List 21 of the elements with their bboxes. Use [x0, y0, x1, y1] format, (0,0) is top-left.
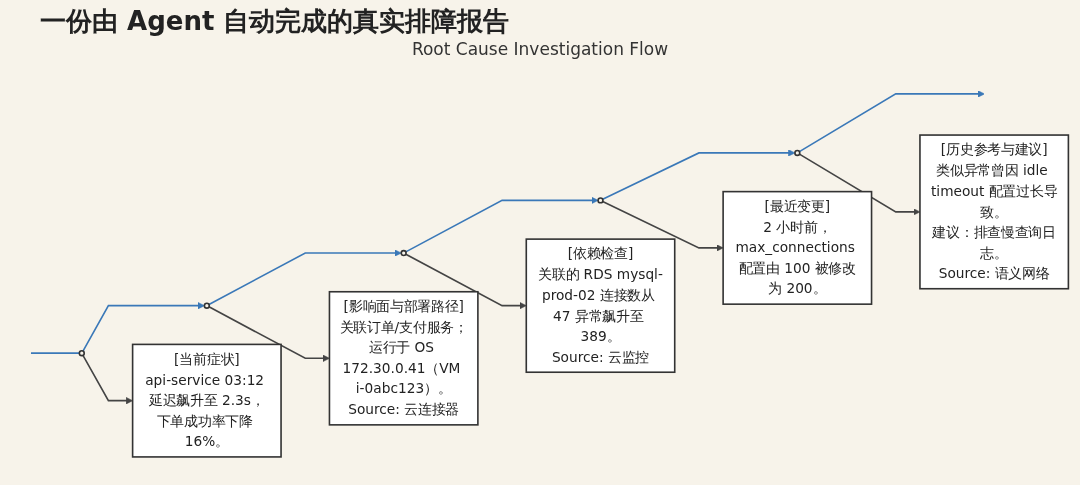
flow-heading: Root Cause Investigation Flow [411, 39, 669, 59]
arrow [405, 253, 527, 310]
arrow [601, 149, 796, 201]
note-card: [最近变更] 2 小时前，max_connections 配置由 100 被修改为 200。 [722, 190, 873, 305]
note-card: [影响面与部署路径] 关联订单/支付服务；运行于 OS 172.30.0.41（VM i-0abc123）。 Source: 云连接器 [328, 290, 479, 426]
timeline-circle [203, 302, 211, 309]
arrow [208, 249, 402, 306]
note-card: [当前症状] api-service 03:12 延迟飙升至 2.3s，下单成功率下降 16%。 [131, 343, 282, 458]
note-card: [依赖检查] 关联的 RDS mysql-prod-02 连接数从 47 异常飙升至 389。 Source: 云监控 [525, 238, 676, 374]
arrow [405, 196, 599, 253]
timeline-circle [794, 149, 801, 157]
arrow [798, 90, 985, 153]
arrow [82, 302, 205, 352]
arrow [601, 200, 724, 252]
title: 一份由 Agent 自动完成的真实排障报告 [39, 5, 510, 38]
note-card: [历史参考与建议] 类似异常曾因 idle timeout 配置过长导致。 建议：排查慢查询日志。 Source: 语义网络 [919, 134, 1070, 290]
arrow [82, 354, 133, 405]
timeline-circle [78, 349, 86, 357]
timeline-circle [400, 249, 407, 257]
timeline-circle [597, 197, 604, 204]
arrow [208, 306, 330, 362]
